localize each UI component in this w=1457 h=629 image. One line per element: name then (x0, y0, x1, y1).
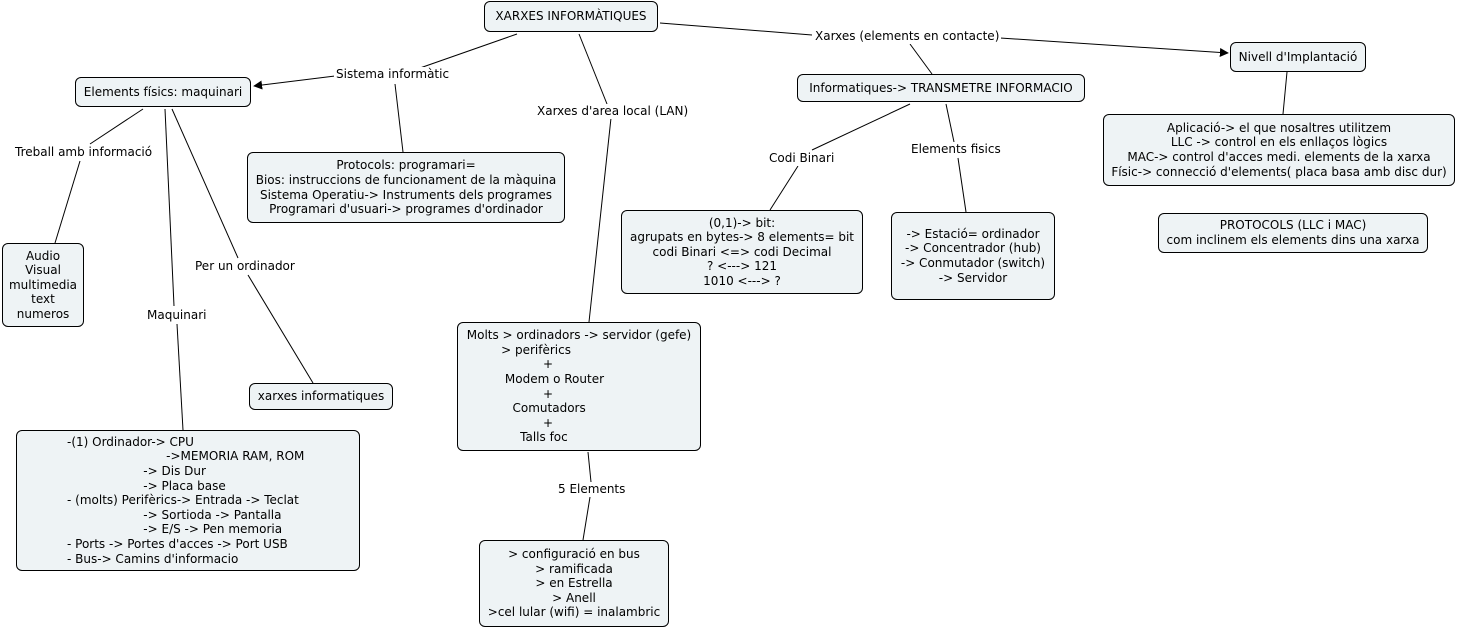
concept-xarxes-informatiques-small[interactable]: xarxes informatiques (249, 383, 393, 410)
concept-lan-detail[interactable]: Molts > ordinadors -> servidor (gefe) > … (457, 322, 701, 451)
link-label-xarxes-lan: Xarxes d'area local (LAN) (535, 104, 691, 119)
concept-maquinari-detail[interactable]: -(1) Ordinador-> CPU ->MEMORIA RAM, ROM … (16, 430, 360, 571)
maquinari-detail-text: -(1) Ordinador-> CPU ->MEMORIA RAM, ROM … (67, 434, 305, 566)
concept-elements-fisics-maquinari[interactable]: Elements físics: maquinari (75, 77, 251, 107)
concept-protocols-programari[interactable]: Protocols: programari= Bios: instruccion… (247, 152, 565, 223)
root-concept-xarxes-informatiques[interactable]: XARXES INFORMÀTIQUES (484, 1, 658, 32)
concept-nivell-implantacio[interactable]: Nivell d'Implantació (1230, 42, 1366, 72)
concept-elements-estacio[interactable]: -> Estació= ordinador -> Concentrador (h… (891, 212, 1055, 300)
link-label-treball: Treball amb informació (13, 145, 155, 160)
link-label-codi-binari: Codi Binari (767, 151, 837, 166)
link-label-elements-fisics: Elements fisics (909, 142, 1003, 157)
link-label-sistema-informatic: Sistema informàtic (334, 67, 452, 82)
concept-codi-binari-detail[interactable]: (0,1)-> bit: agrupats en bytes-> 8 eleme… (621, 210, 863, 294)
link-label-per-un-ordinador: Per un ordinador (193, 259, 297, 274)
concept-topologies[interactable]: > configuració en bus > ramificada > en … (479, 540, 669, 627)
lan-detail-text: Molts > ordinadors -> servidor (gefe) > … (466, 328, 692, 445)
concept-protocols-llc-mac[interactable]: PROTOCOLS (LLC i MAC) com inclinem els e… (1158, 213, 1428, 253)
link-label-5-elements: 5 Elements (556, 482, 628, 497)
concept-aplicacio-llc-mac[interactable]: Aplicació-> el que nosaltres utilitzem L… (1103, 114, 1455, 186)
link-label-xarxes-elements: Xarxes (elements en contacte) (813, 29, 1002, 44)
concept-audio-visual[interactable]: Audio Visual multimedia text numeros (2, 243, 84, 327)
concept-informatiques-transmetre[interactable]: Informatiques-> TRANSMETRE INFORMACIO (797, 74, 1085, 102)
link-label-maquinari: Maquinari (145, 308, 209, 323)
